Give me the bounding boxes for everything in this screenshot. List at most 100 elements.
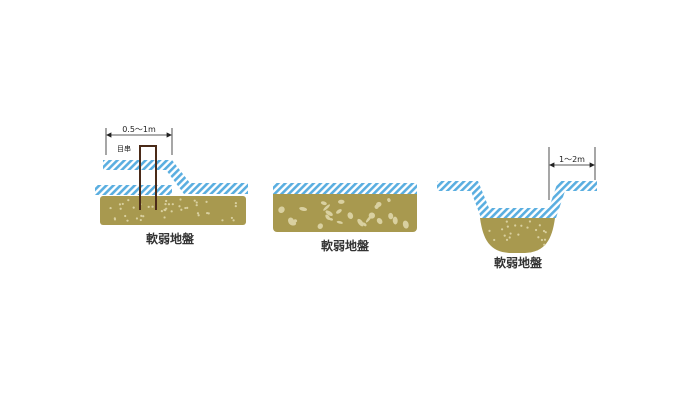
soil-dot	[520, 224, 523, 227]
soil-dot	[127, 199, 130, 202]
dimension-line	[548, 147, 596, 200]
soil-dot	[140, 214, 143, 217]
soil-dot	[163, 216, 166, 219]
water-layer-lower	[95, 185, 172, 195]
soil-dots	[488, 220, 547, 246]
dimension-text: 1～2m	[559, 155, 585, 164]
soil-dot	[126, 219, 129, 222]
soil-dot	[184, 206, 187, 210]
soil-dot	[538, 224, 541, 227]
soil-dot	[193, 199, 196, 202]
soil-dot	[132, 206, 135, 209]
soil-dot	[160, 210, 163, 213]
soil-pebble	[392, 216, 398, 225]
water-layer	[437, 181, 597, 218]
soil-dot	[544, 231, 547, 234]
soil-dot	[196, 212, 200, 215]
soil-dot	[121, 202, 124, 206]
soil-pebble	[320, 201, 327, 206]
soil-dot	[543, 238, 547, 241]
soil-pebble	[336, 209, 342, 214]
soil-dot	[147, 205, 150, 208]
soil-dot	[543, 243, 546, 246]
soil-pebble	[288, 220, 297, 226]
soil-dot	[118, 203, 122, 206]
soil-dots	[109, 198, 237, 222]
soil-dot	[221, 219, 224, 222]
soil-pebble	[374, 204, 379, 209]
soil-pebble	[317, 223, 323, 230]
soil-dot	[230, 216, 234, 220]
soil-dot	[195, 204, 198, 207]
soil-dot	[165, 199, 168, 203]
soil-dot	[179, 198, 182, 201]
soil-dot	[165, 207, 168, 210]
soil-dot	[180, 208, 183, 211]
soil-dot	[506, 225, 509, 228]
soil-pebble	[328, 217, 334, 221]
dimension-text: 0.5～1m	[122, 125, 156, 134]
soil-dot	[488, 229, 491, 232]
soil-pebble	[323, 204, 330, 211]
soil-pebble	[387, 198, 391, 203]
soil-dot	[540, 238, 544, 242]
soil-pebble	[338, 199, 345, 204]
soil-pebble	[336, 220, 343, 224]
soil-dot	[119, 207, 122, 210]
soil-dot	[517, 233, 520, 236]
soil-pebble	[299, 206, 308, 212]
soil-dot	[542, 229, 546, 233]
stake	[139, 145, 157, 210]
soil-dot	[139, 218, 142, 222]
soil-pebble	[278, 206, 285, 213]
ground-label: 軟弱地盤	[321, 238, 370, 253]
soil-dot	[151, 205, 154, 208]
ground-label: 軟弱地盤	[494, 255, 543, 270]
right-diagram: 1～2m 軟弱地盤	[437, 147, 597, 270]
soil-dot	[528, 220, 532, 223]
soil-dot	[493, 238, 496, 242]
soil-dot	[234, 205, 237, 208]
soil-pebble	[347, 212, 354, 220]
soil-dot	[206, 211, 209, 215]
soil-dot	[508, 236, 511, 239]
soil-pebble	[388, 212, 394, 220]
soil-pebble	[402, 220, 409, 229]
soil-dot	[195, 201, 198, 204]
stake-label: 目串	[117, 145, 131, 153]
soil-dot	[537, 236, 540, 239]
soil-pebbles	[278, 198, 409, 230]
water-layer	[273, 183, 417, 194]
soil-dot	[167, 203, 171, 206]
left-diagram: 0.5～1m 目串 軟弱地盤	[95, 125, 248, 246]
soil-dot	[509, 232, 512, 235]
soil-dot	[171, 203, 174, 206]
soil-dot	[163, 208, 166, 212]
dimension-line	[105, 128, 173, 155]
soil-dot	[234, 202, 237, 205]
soil-dot	[109, 206, 112, 210]
soil-dot	[205, 200, 208, 204]
soil-dot	[135, 217, 139, 220]
soil-dot	[164, 203, 167, 206]
soil-pebble	[368, 212, 376, 219]
soil-dot	[113, 218, 117, 221]
soil-dot	[505, 238, 509, 241]
soil-pebble	[325, 210, 333, 216]
middle-diagram: 軟弱地盤	[273, 183, 417, 253]
soil-dot	[142, 215, 145, 218]
soil-dot	[534, 228, 538, 232]
soil-dot	[232, 219, 235, 222]
soil-dot	[514, 224, 517, 227]
ground-label: 軟弱地盤	[146, 231, 195, 246]
soil-dot	[197, 214, 200, 217]
soil-dot	[186, 206, 189, 209]
soil-layer	[100, 196, 246, 225]
soil-dot	[500, 228, 504, 231]
soil-pebble	[376, 217, 383, 225]
soil-pebble	[357, 218, 364, 227]
soil-layer	[273, 194, 417, 232]
soil-dot	[124, 214, 127, 218]
soil-layer	[480, 218, 555, 253]
